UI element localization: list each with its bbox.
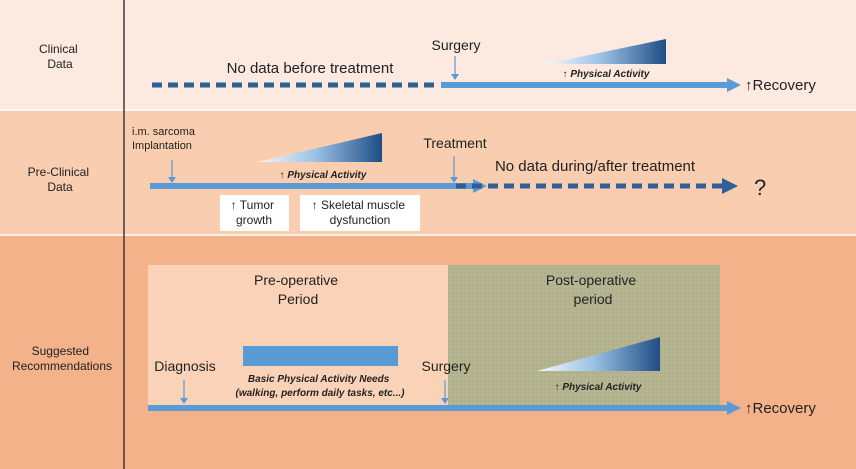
preoperative-period-label: Pre-operative Period (254, 272, 342, 307)
clinical-recovery-label: ↑Recovery (745, 77, 816, 94)
basic-activity-text: Basic Physical Activity Needs (walking, … (236, 374, 406, 399)
preclinical-timeline-bar (150, 183, 475, 189)
preclinical-activity-wedge (258, 133, 382, 162)
suggested-activity-wedge (537, 337, 660, 371)
clinical-timeline-bar (441, 82, 729, 88)
postoperative-period-label: Post-operative period (546, 272, 640, 307)
preclinical-no-data-text: No data during/after treatment (495, 158, 696, 175)
implantation-label: i.m. sarcoma Implantation (132, 126, 198, 152)
tumor-growth-text: ↑ Tumor growth (231, 198, 278, 227)
preclinical-row-bg (0, 110, 856, 235)
suggested-timeline-bar (148, 405, 729, 411)
treatment-label: Treatment (423, 135, 486, 151)
muscle-dysfunction-box (300, 195, 420, 231)
clinical-activity-label: ↑ Physical Activity (563, 69, 650, 80)
preclinical-dashed-arrowhead (722, 178, 738, 194)
diagnosis-label: Diagnosis (154, 358, 215, 374)
suggested-timeline-arrowhead (727, 401, 741, 415)
treatment-pointer-head (450, 177, 458, 183)
preclinical-row-label: Pre-Clinical Data (28, 165, 93, 194)
suggested-recovery-label: ↑Recovery (745, 400, 816, 417)
suggested-activity-label: ↑ Physical Activity (555, 382, 642, 393)
postoperative-period-box (448, 265, 720, 410)
clinical-timeline-arrowhead (727, 78, 741, 92)
clinical-activity-wedge (546, 39, 666, 64)
clinical-row-bg (0, 0, 856, 110)
clinical-no-data-text: No data before treatment (227, 60, 395, 77)
tumor-growth-box (220, 195, 289, 231)
muscle-dysfunction-text: ↑ Skeletal muscle dysfunction (312, 198, 409, 227)
suggested-surgery-label: Surgery (421, 358, 470, 374)
clinical-row-label: Clinical Data (39, 42, 81, 71)
suggested-surgery-pointer-head (441, 398, 449, 404)
basic-activity-bar (243, 346, 398, 366)
preclinical-activity-label: ↑ Physical Activity (280, 170, 367, 181)
clinical-surgery-pointer-head (451, 74, 459, 80)
suggested-row-label: Suggested Recommendations (12, 344, 112, 373)
diagnosis-pointer-head (180, 398, 188, 404)
preclinical-question-mark: ? (754, 175, 766, 200)
implantation-pointer-head (168, 177, 176, 183)
clinical-surgery-label: Surgery (431, 37, 480, 53)
preoperative-period-box (148, 265, 448, 410)
